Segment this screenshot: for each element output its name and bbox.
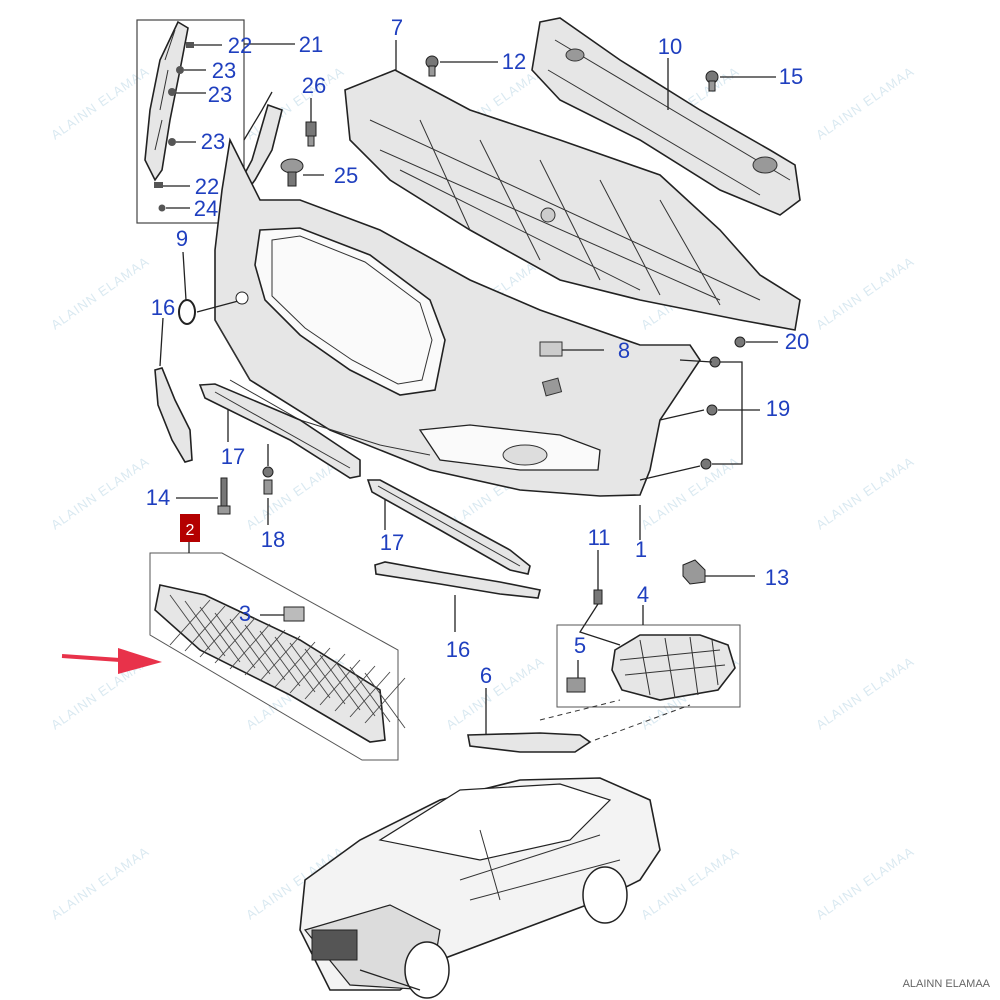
callout-labels: 1 3 4 5 6 7 8 9 10 11 12 13 14 15 16 16 … [146, 15, 809, 688]
callout-4: 4 [637, 582, 649, 607]
grille-mesh-line [274, 641, 316, 688]
pointer-arrow [61, 648, 162, 674]
grille-mesh-line [244, 629, 286, 676]
callout-20: 20 [785, 329, 809, 354]
grille-mesh-line [304, 653, 346, 700]
bracket-assembly-box [136, 19, 295, 224]
grille-mesh-line [199, 611, 241, 658]
callout-23-a: 23 [212, 58, 236, 83]
vehicle-illustration [299, 777, 661, 999]
callout-16-left: 16 [151, 295, 175, 320]
callout-17-middle: 17 [380, 530, 404, 555]
highlighted-callout: 2 [180, 514, 200, 542]
callout-16-bottom: 16 [446, 637, 470, 662]
callout-9: 9 [176, 226, 188, 251]
energy-absorber [531, 17, 801, 216]
watermark-text: ALAINN ELAMAA [443, 653, 547, 732]
callout-23-c: 23 [201, 129, 225, 154]
grille-mesh [169, 594, 406, 729]
callout-10: 10 [658, 34, 682, 59]
left-trim-parts [154, 251, 249, 463]
callout-18: 18 [261, 527, 285, 552]
callout-5: 5 [574, 633, 586, 658]
callout-23-b: 23 [208, 82, 232, 107]
callout-19: 19 [766, 396, 790, 421]
callout-7: 7 [391, 15, 403, 40]
watermark-text: ALAINN ELAMAA [813, 63, 917, 142]
trim-strips [198, 383, 541, 632]
watermark-text: ALAINN ELAMAA [48, 253, 152, 332]
footer-watermark: ALAINN ELAMAA [903, 978, 991, 990]
grille-mesh-line [169, 599, 211, 646]
grille-mesh-line [289, 647, 331, 694]
side-clips [639, 336, 778, 481]
callout-21: 21 [299, 32, 323, 57]
callout-14: 14 [146, 485, 170, 510]
watermark-text: ALAINN ELAMAA [48, 843, 152, 922]
grille-mesh-line [364, 677, 406, 724]
foglamp-bezel-box [539, 605, 741, 741]
watermark-text: ALAINN ELAMAA [813, 843, 917, 922]
callout-24: 24 [194, 196, 218, 221]
callout-1: 1 [635, 537, 647, 562]
fasteners-right [578, 550, 755, 646]
callout-12: 12 [502, 49, 526, 74]
grille-mesh-line [229, 623, 271, 670]
watermark-text: ALAINN ELAMAA [48, 453, 152, 532]
callout-13: 13 [765, 565, 789, 590]
callout-15: 15 [779, 64, 803, 89]
grille-mesh-line [319, 659, 361, 706]
callout-2: 2 [186, 522, 195, 539]
callout-3: 3 [239, 601, 251, 626]
watermark-text: ALAINN ELAMAA [813, 453, 917, 532]
callout-25: 25 [334, 163, 358, 188]
grille-mesh-line [184, 605, 226, 652]
grille-mesh-line [214, 617, 256, 664]
grille-mesh-line [349, 671, 391, 718]
callout-6: 6 [480, 663, 492, 688]
grille-mesh-line [334, 665, 376, 712]
callout-26: 26 [302, 73, 326, 98]
undertray [344, 40, 801, 331]
fasteners-upper [280, 55, 776, 187]
watermark-text: ALAINN ELAMAA [243, 63, 347, 142]
bumper-cover [214, 137, 701, 540]
grille-assembly-box [149, 542, 406, 761]
watermark-text: ALAINN ELAMAA [638, 453, 742, 532]
callout-8: 8 [618, 338, 630, 363]
grille-mesh-line [259, 635, 301, 682]
callout-11: 11 [588, 525, 611, 550]
watermark-text: ALAINN ELAMAA [813, 653, 917, 732]
chrome-trim [467, 688, 592, 753]
callout-17-left: 17 [221, 444, 245, 469]
callout-22-bottom: 22 [195, 174, 219, 199]
watermark-text: ALAINN ELAMAA [813, 253, 917, 332]
bolts-lower [176, 444, 274, 525]
callout-22-top: 22 [228, 33, 252, 58]
